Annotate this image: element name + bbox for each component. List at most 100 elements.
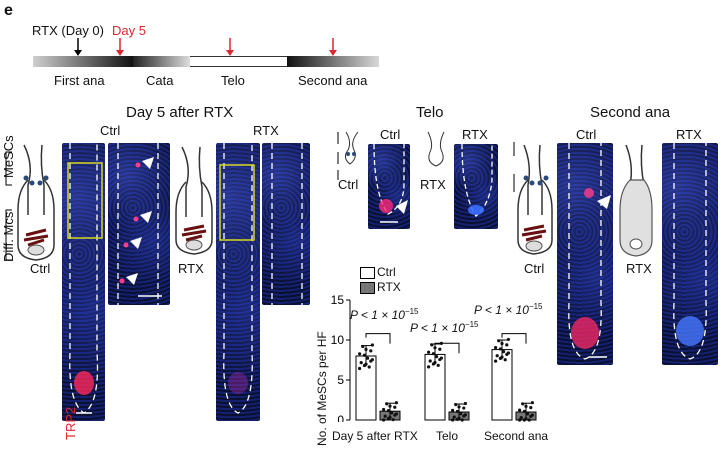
data-point-rtx-2-3	[522, 409, 526, 413]
data-point-ctrl-2-9	[494, 345, 498, 350]
telo-ctrl-label: Ctrl	[380, 127, 401, 142]
trp2-label: TRP2	[63, 406, 78, 440]
data-point-ctrl-1-9	[427, 350, 431, 354]
data-point-rtx-0-12	[386, 416, 390, 421]
data-point-ctrl-1-10	[433, 346, 437, 350]
data-point-ctrl-1-7	[428, 359, 432, 363]
data-point-rtx-2-4	[529, 406, 533, 410]
data-point-ctrl-2-7	[495, 354, 499, 358]
data-point-ctrl-0-4	[369, 349, 373, 353]
data-point-ctrl-0-7	[359, 361, 363, 365]
y-tick-label-10: 10	[331, 333, 345, 347]
data-point-ctrl-2-10	[500, 341, 504, 346]
ctrl-follicle-schematic	[17, 144, 55, 261]
data-point-rtx-1-5	[454, 403, 458, 407]
data-point-rtx-0-5	[385, 402, 389, 406]
data-point-rtx-1-7	[452, 415, 456, 419]
data-point-rtx-1-0	[451, 418, 455, 422]
chart-ylabel: No. of MeSCs per HF	[315, 331, 329, 446]
data-point-ctrl-0-9	[358, 352, 362, 356]
legend-ctrl-swatch	[360, 267, 375, 279]
data-point-ctrl-0-12	[362, 363, 366, 368]
panel-letter: e	[4, 2, 13, 19]
rtx-day0-label: RTX (Day 0)	[32, 23, 104, 38]
y-tick-label-15: 15	[331, 293, 345, 307]
micrograph-day5-rtx	[216, 143, 260, 421]
second-schematic-ctrl-label: Ctrl	[524, 261, 545, 276]
data-point-rtx-1-13	[462, 414, 466, 418]
data-point-ctrl-0-11	[370, 343, 374, 347]
data-point-ctrl-2-13	[505, 352, 509, 356]
category-day5: Day 5 after RTX	[332, 429, 418, 443]
legend-rtx-label: RTX	[377, 280, 401, 294]
data-point-rtx-2-10	[524, 404, 528, 409]
schematic-rtx-label: RTX	[178, 261, 204, 276]
second-ctrl-label: Ctrl	[576, 127, 597, 142]
data-point-ctrl-0-8	[366, 356, 370, 360]
legend-ctrl-label: Ctrl	[377, 265, 396, 279]
data-point-rtx-2-11	[530, 401, 534, 405]
second-rtx-label: RTX	[676, 127, 702, 142]
micrograph-day5-ctrl	[62, 143, 105, 421]
data-point-rtx-1-11	[463, 401, 467, 406]
phase-second-ana: Second ana	[298, 73, 368, 88]
data-point-rtx-2-0	[518, 418, 522, 422]
data-point-rtx-0-3	[386, 409, 390, 413]
data-point-rtx-0-7	[383, 414, 387, 418]
micrograph-day5-ctrl-inset	[108, 143, 170, 305]
data-point-rtx-1-10	[457, 405, 461, 409]
data-point-rtx-1-4	[462, 406, 466, 410]
data-point-rtx-2-7	[519, 415, 523, 420]
data-point-rtx-1-8	[459, 412, 463, 416]
data-point-rtx-0-0	[382, 418, 386, 422]
second-schematic-rtx-label: RTX	[626, 261, 652, 276]
data-point-ctrl-2-4	[505, 343, 509, 347]
data-point-ctrl-2-3	[498, 347, 502, 351]
phase-cata: Cata	[146, 73, 174, 88]
data-point-ctrl-2-11	[506, 337, 510, 342]
sig-day5: P < 1 × 10−15	[350, 307, 419, 322]
data-point-ctrl-2-0	[494, 359, 498, 363]
data-point-ctrl-0-5	[361, 344, 365, 349]
category-second-ana: Second ana	[484, 429, 549, 443]
second-ctrl-schematic	[513, 142, 553, 255]
schematic-brackets	[5, 151, 12, 261]
data-point-ctrl-1-0	[427, 365, 431, 369]
data-point-ctrl-0-0	[358, 366, 362, 371]
data-point-rtx-2-13	[529, 414, 533, 418]
telo-schematic-ctrl-label: Ctrl	[338, 177, 359, 192]
data-point-rtx-0-13	[393, 413, 397, 417]
telo-ctrl-schematic	[337, 131, 359, 180]
data-point-ctrl-0-13	[369, 359, 373, 363]
timeline-cata	[133, 56, 190, 67]
heading-day5: Day 5 after RTX	[126, 104, 234, 121]
y-tick-label-5: 5	[337, 373, 344, 387]
data-point-rtx-2-12	[522, 418, 526, 422]
telo-rtx-schematic	[427, 131, 445, 167]
schematic-ctrl-label: Ctrl	[30, 261, 51, 276]
data-point-rtx-0-9	[382, 407, 386, 412]
micrograph-day5-rtx-inset	[262, 143, 310, 305]
micrograph-second-ctrl	[557, 143, 613, 365]
data-point-rtx-1-6	[460, 418, 464, 422]
data-point-ctrl-0-10	[364, 347, 368, 351]
data-point-rtx-0-6	[391, 418, 395, 422]
micrograph-second-rtx	[662, 143, 718, 365]
data-point-rtx-1-12	[455, 417, 459, 421]
micrograph-telo-ctrl	[368, 144, 410, 229]
timeline-telo	[190, 56, 287, 67]
telo-schematic-rtx-label: RTX	[420, 177, 446, 192]
data-point-ctrl-2-12	[498, 356, 502, 361]
telo-rtx-label: RTX	[462, 127, 488, 142]
data-point-rtx-1-3	[455, 409, 459, 414]
data-point-ctrl-1-12	[431, 362, 435, 366]
phase-telo: Telo	[221, 73, 245, 88]
significance-bracket-1	[434, 342, 460, 354]
data-point-ctrl-1-8	[435, 355, 439, 359]
data-point-rtx-2-9	[518, 408, 522, 412]
data-point-ctrl-1-5	[430, 343, 434, 347]
data-point-ctrl-1-13	[438, 357, 442, 362]
heading-telo: Telo	[416, 104, 444, 121]
data-point-ctrl-1-6	[436, 363, 440, 368]
